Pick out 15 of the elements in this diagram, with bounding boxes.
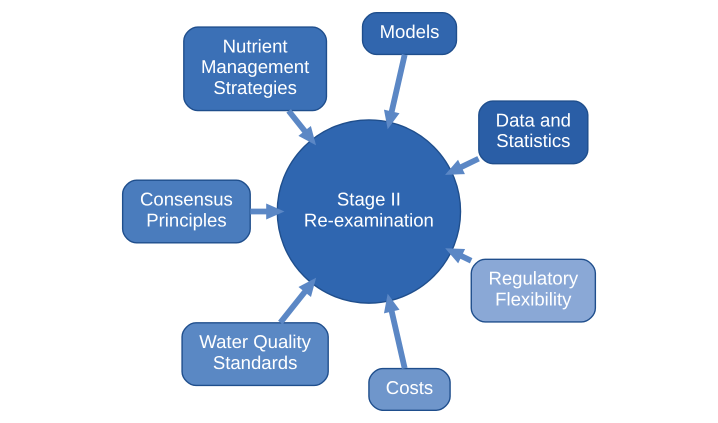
- node-box: Regulatory Flexibility: [470, 258, 596, 323]
- arrow: [445, 156, 480, 175]
- node-circle: Stage II Re-examination: [276, 119, 462, 304]
- arrow: [250, 204, 284, 220]
- node-box: Nutrient Management Strategies: [183, 26, 328, 112]
- node-box: Water Quality Standards: [181, 322, 329, 386]
- arrow: [278, 278, 316, 324]
- node-box: Costs: [368, 368, 451, 411]
- arrow: [384, 54, 408, 130]
- arrow: [286, 109, 316, 146]
- arrow: [445, 248, 472, 264]
- node-box: Consensus Principles: [122, 180, 251, 244]
- arrow: [384, 294, 408, 369]
- node-box: Data and Statistics: [478, 100, 589, 164]
- node-box: Models: [362, 12, 458, 56]
